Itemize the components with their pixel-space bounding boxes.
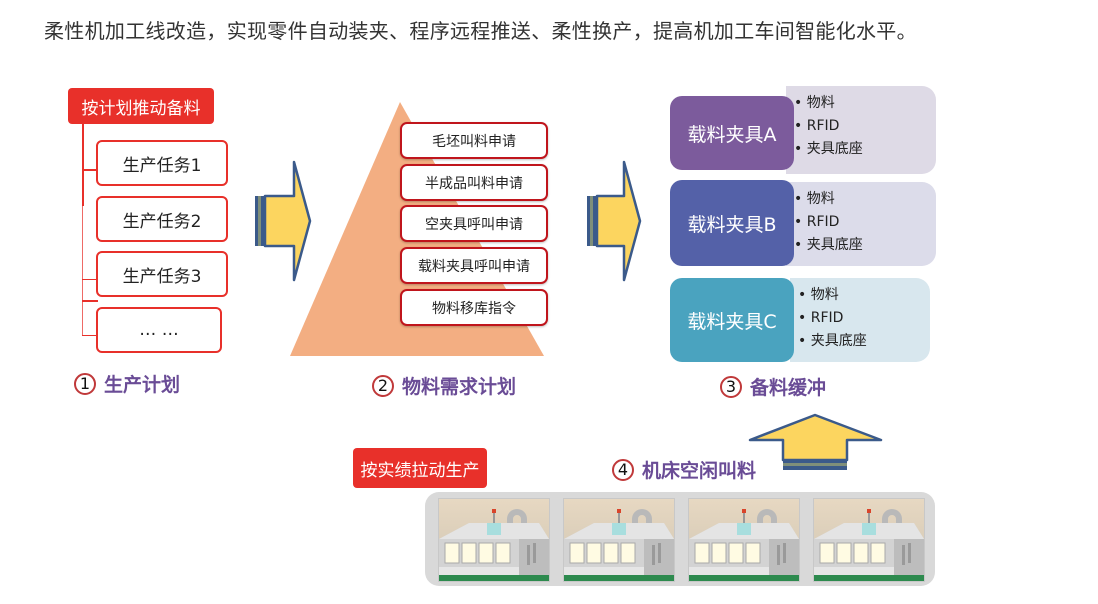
request-box-3: 空夹具呼叫申请 (400, 205, 548, 242)
caption-buffer: 3 备料缓冲 (720, 373, 826, 400)
right-arrow-icon (255, 160, 312, 282)
machine-tool-image (813, 498, 925, 582)
fixture-b-item: RFID (794, 211, 936, 234)
fixture-c-item: 夹具底座 (798, 330, 930, 353)
caption-text: 物料需求计划 (402, 376, 517, 398)
fixture-b-item: 物料 (794, 188, 936, 211)
task-box-2: 生产任务2 (96, 196, 228, 242)
machine-tool-icon (439, 509, 549, 581)
fixture-b-detail: 物料 RFID 夹具底座 (786, 182, 936, 266)
fixture-b-label: 载料夹具B (670, 180, 794, 266)
machine-tool-image (688, 498, 800, 582)
fixture-c-item: 物料 (798, 284, 930, 307)
request-box-5: 物料移库指令 (400, 289, 548, 326)
machine-tool-icon (814, 509, 924, 581)
tree-connector (82, 124, 84, 206)
fixture-a-label: 载料夹具A (670, 96, 794, 170)
task-box-3: 生产任务3 (96, 251, 228, 297)
request-box-2: 半成品叫料申请 (400, 164, 548, 201)
caption-production-plan: 1 生产计划 (74, 370, 180, 397)
fixture-c-item: RFID (798, 307, 930, 330)
pull-production-tag: 按实绩拉动生产 (353, 448, 487, 488)
caption-machine-idle: 4 机床空闲叫料 (612, 456, 756, 483)
headline: 柔性机加工线改造，实现零件自动装夹、程序远程推送、柔性换产，提高机加工车间智能化… (44, 19, 917, 43)
right-arrow-icon (587, 160, 642, 282)
step-number-3: 3 (720, 375, 742, 398)
caption-text: 备料缓冲 (750, 377, 827, 399)
fixture-c-label: 载料夹具C (670, 278, 794, 362)
fixture-b-item: 夹具底座 (794, 234, 936, 257)
step-number-2: 2 (372, 374, 394, 397)
fixture-a-detail: 物料 RFID 夹具底座 (786, 86, 936, 174)
caption-text: 机床空闲叫料 (642, 460, 757, 482)
task-box-more: … … (96, 307, 222, 353)
push-plan-tag: 按计划推动备料 (68, 88, 214, 124)
request-box-4: 载料夹具呼叫申请 (400, 247, 548, 284)
machine-tool-icon (564, 509, 674, 581)
request-box-1: 毛坯叫料申请 (400, 122, 548, 159)
caption-text: 生产计划 (104, 374, 181, 396)
fixture-a-item: RFID (794, 115, 936, 138)
step-number-4: 4 (612, 458, 634, 481)
tree-branch (82, 279, 98, 280)
machine-tool-icon (689, 509, 799, 581)
task-box-1: 生产任务1 (96, 140, 228, 186)
up-arrow-icon (748, 413, 883, 470)
tree-branch (82, 169, 98, 171)
tree-branch (82, 300, 98, 302)
fixture-a-item: 夹具底座 (794, 138, 936, 161)
caption-material-plan: 2 物料需求计划 (372, 372, 516, 399)
tree-branch (82, 335, 98, 336)
fixture-c-detail: 物料 RFID 夹具底座 (790, 278, 930, 362)
step-number-1: 1 (74, 372, 96, 395)
fixture-a-item: 物料 (794, 92, 936, 115)
machine-tool-image (438, 498, 550, 582)
tree-connector-lower (82, 206, 83, 336)
machine-tool-image (563, 498, 675, 582)
